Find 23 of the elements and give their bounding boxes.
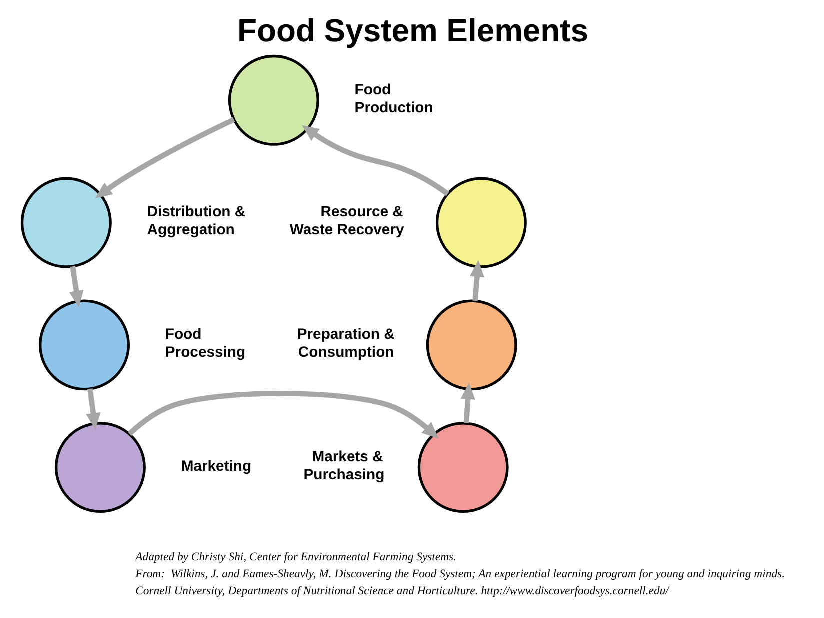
label: Cornell University, Departments of Nutritional Science and Horticulture. http://www.discoverfoodsys.cornell.edu/ xyxy=(136,584,669,598)
arrow xyxy=(95,117,236,198)
node-label: Distribution & Aggregation xyxy=(147,204,246,239)
arrow xyxy=(302,125,450,196)
arrow xyxy=(128,390,439,439)
label: From: Wilkins, J. and Eames-Sheavly, M. Discovering the Food System; An experiential learning program for young and inquiring minds. xyxy=(136,567,786,580)
label: Adapted by Christy Shi, Center for Environmental Farming Systems. xyxy=(136,550,457,564)
node-circle xyxy=(426,300,518,391)
arrow xyxy=(86,388,101,430)
node-label: Food Processing xyxy=(165,327,246,362)
node-label: Food Production xyxy=(354,82,434,116)
node-label: Markets & Purchasing xyxy=(304,449,385,484)
node-label: Marketing xyxy=(181,458,252,475)
diagram-title: Food System Elements xyxy=(237,12,589,48)
node-circle xyxy=(20,177,112,268)
arrow xyxy=(460,382,476,424)
node-circle xyxy=(54,422,146,514)
node-circle xyxy=(436,177,527,268)
node-label: Preparation & Consumption xyxy=(297,327,395,362)
node-circle xyxy=(39,300,130,391)
node-label: Resource & Waste Recovery xyxy=(290,204,404,239)
arrow xyxy=(470,260,484,302)
arrow xyxy=(69,266,84,308)
